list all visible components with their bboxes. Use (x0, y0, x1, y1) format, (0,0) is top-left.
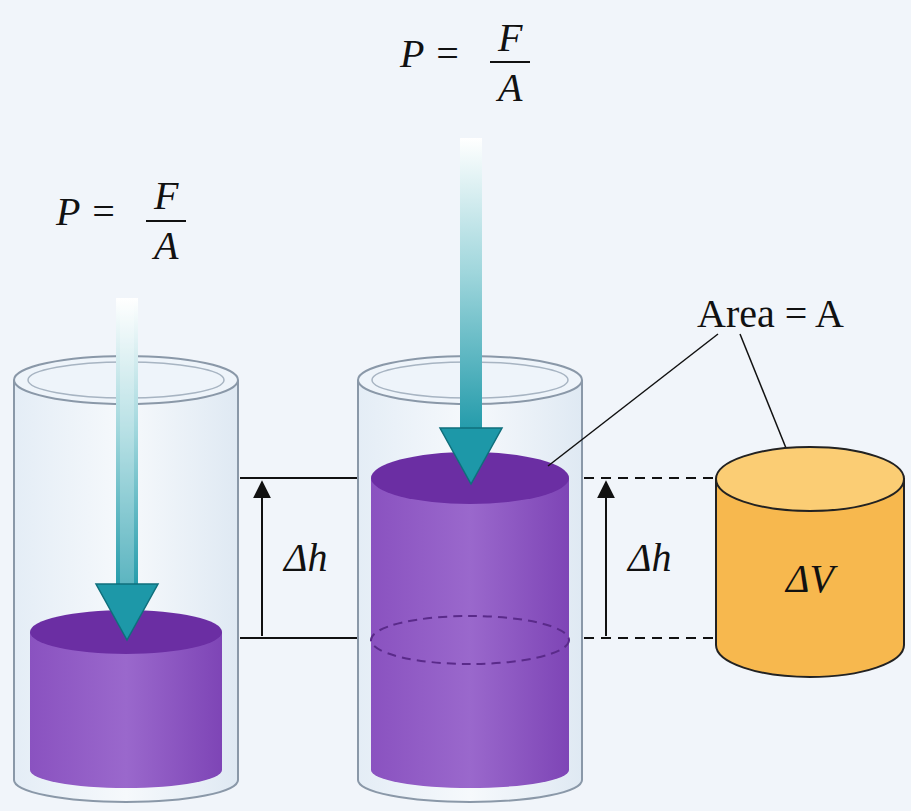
symbol-label: F (154, 176, 178, 216)
formula-label: P = (400, 34, 461, 74)
symbol-label: F (498, 18, 522, 58)
area-callout: Area = A (697, 294, 844, 334)
symbol-label: A (498, 68, 522, 108)
volume-label: ΔV (786, 555, 834, 602)
force-arrow (440, 138, 502, 484)
height-dimension (584, 478, 714, 638)
formula-label: P = (56, 192, 117, 232)
fraction-bar (146, 62, 530, 221)
height-dimension (240, 478, 357, 638)
force-arrow (96, 298, 158, 640)
volume-cylinder: ΔV (714, 446, 906, 678)
symbol-label: Δh (628, 538, 671, 578)
symbol-label: A (154, 226, 178, 266)
leader-line (548, 334, 790, 466)
symbol-label: Δh (284, 538, 327, 578)
